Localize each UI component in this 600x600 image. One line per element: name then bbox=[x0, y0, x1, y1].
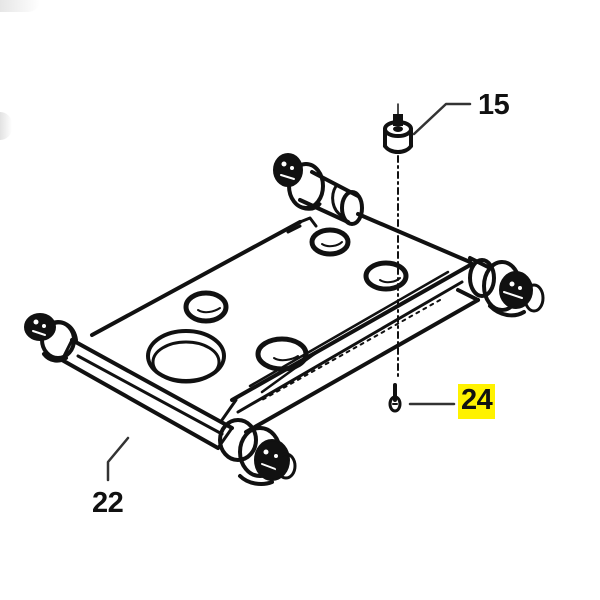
part-15-bushing bbox=[383, 103, 413, 154]
arm-plate bbox=[76, 212, 472, 436]
rear-right-pivot bbox=[456, 256, 545, 318]
left-bushing-nut bbox=[24, 313, 78, 363]
part-24-bolt bbox=[388, 383, 402, 413]
front-right-bushing-nut bbox=[218, 418, 297, 486]
callout-24-highlighted: 24 bbox=[458, 384, 496, 419]
rear-upper-pivot bbox=[273, 153, 364, 226]
plate-holes bbox=[146, 224, 409, 384]
scan-artifact-left bbox=[0, 112, 12, 140]
leader-lines bbox=[106, 102, 472, 482]
callout-15: 15 bbox=[478, 89, 510, 121]
leader-15 bbox=[412, 102, 472, 136]
callout-22: 22 bbox=[92, 487, 124, 519]
scan-artifact-top-left bbox=[0, 0, 40, 12]
arm-member bbox=[230, 262, 480, 434]
leader-22 bbox=[106, 436, 130, 482]
